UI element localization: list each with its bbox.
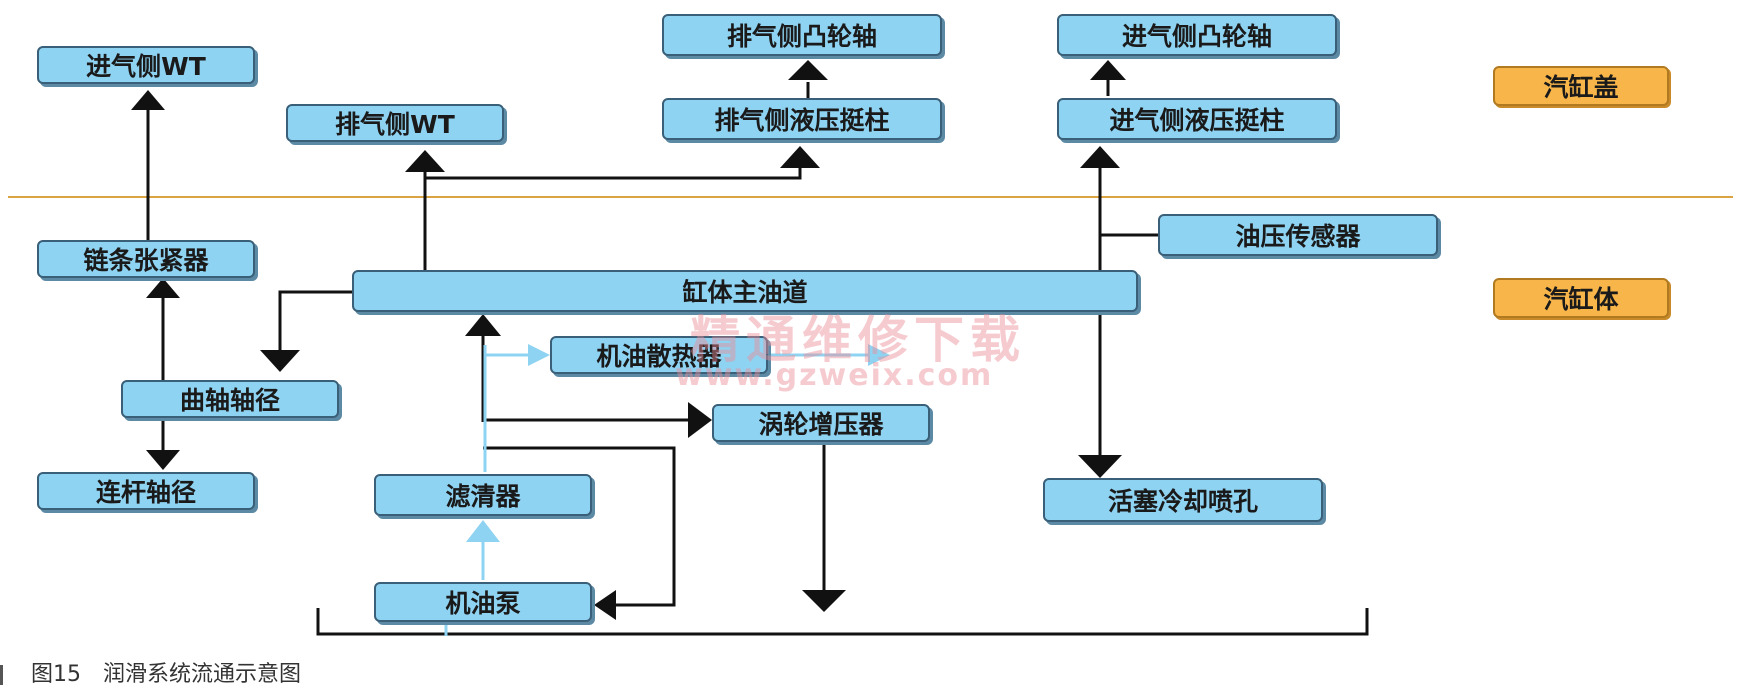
watermark-text: 精通维修下载 bbox=[690, 311, 1026, 369]
figure-title: 润滑系统流通示意图 bbox=[103, 662, 302, 687]
intake-wt-box: 进气侧WT bbox=[37, 46, 255, 84]
caption-marker bbox=[0, 665, 3, 685]
main-gallery-box: 缸体主油道 bbox=[352, 270, 1138, 312]
arrowhead-intake-cam bbox=[1090, 60, 1126, 80]
arrowhead-piston-jet bbox=[1078, 455, 1122, 478]
oil-pump-box: 机油泵 bbox=[374, 582, 592, 622]
arrowhead-turbocharger bbox=[688, 402, 712, 438]
arrowhead-turbo-drain bbox=[802, 590, 846, 612]
piston-jet-box: 活塞冷却喷孔 bbox=[1043, 478, 1323, 522]
arrowhead-exhaust-lifter bbox=[780, 146, 820, 168]
figure-number: 图15 bbox=[31, 662, 81, 687]
oil-filter-box: 滤清器 bbox=[374, 474, 592, 516]
arrowhead-intake-lifter bbox=[1080, 146, 1120, 168]
exhaust-cam-box: 排气侧凸轮轴 bbox=[662, 14, 942, 56]
zone-head-tag: 汽缸盖 bbox=[1493, 66, 1669, 106]
arrowhead-exhaust-wt bbox=[405, 150, 445, 172]
arrowhead-conrod bbox=[146, 450, 180, 470]
turbocharger-box: 涡轮增压器 bbox=[712, 404, 930, 442]
watermark-url: www.gzweix.com bbox=[675, 358, 994, 393]
arrowhead-tensioner bbox=[146, 278, 180, 298]
flow-gallery-to-crank bbox=[278, 290, 352, 350]
zone-block-tag: 汽缸体 bbox=[1493, 278, 1669, 318]
exhaust-wt-box: 排气侧WT bbox=[286, 104, 504, 142]
arrowhead-intake-wt bbox=[131, 90, 165, 110]
crank-journal-box: 曲轴轴径 bbox=[121, 380, 339, 418]
arrowhead-exhaust-cam bbox=[788, 60, 828, 80]
arrowhead-oil-cooler bbox=[528, 344, 550, 366]
oil-cooler-box: 机油散热器 bbox=[550, 336, 768, 374]
oil-pan-line bbox=[316, 608, 1369, 636]
exhaust-lifter-box: 排气侧液压挺柱 bbox=[662, 98, 942, 140]
flow-bypass-to-pump bbox=[483, 446, 676, 607]
arrowhead-filter bbox=[466, 520, 500, 542]
figure-caption: 图15 润滑系统流通示意图 bbox=[0, 656, 301, 688]
arrowhead-pump bbox=[594, 590, 616, 620]
flow-to-exhaust-lifter bbox=[425, 168, 802, 180]
arrowhead-oil-cooler-out bbox=[868, 344, 890, 366]
oil-pressure-sensor-box: 油压传感器 bbox=[1158, 214, 1438, 256]
intake-lifter-box: 进气侧液压挺柱 bbox=[1057, 98, 1337, 140]
chain-tensioner-box: 链条张紧器 bbox=[37, 240, 255, 278]
intake-cam-box: 进气侧凸轮轴 bbox=[1057, 14, 1337, 56]
conrod-journal-box: 连杆轴径 bbox=[37, 472, 255, 510]
arrowhead-crank bbox=[260, 350, 300, 372]
arrowhead-main-gallery bbox=[465, 314, 501, 336]
